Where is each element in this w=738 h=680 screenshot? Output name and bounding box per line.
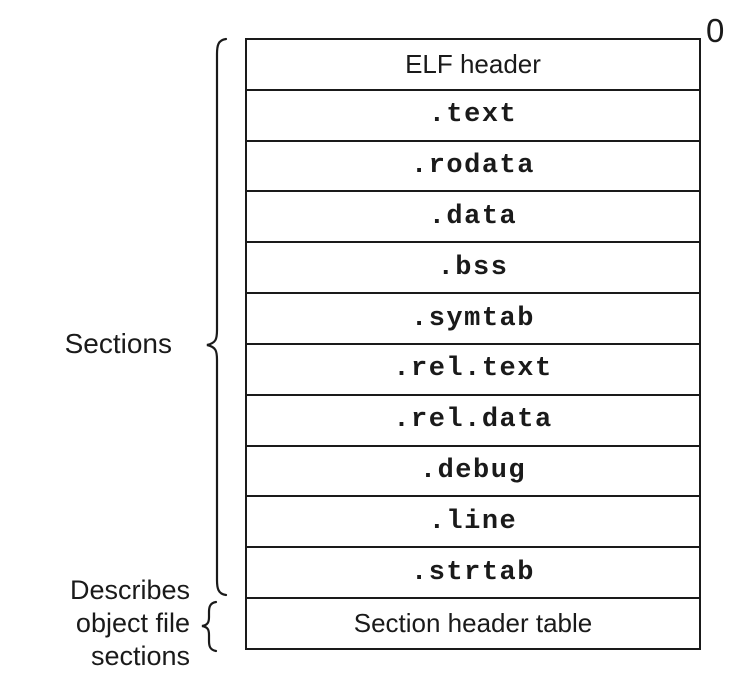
- table-row-strtab: .strtab: [247, 548, 699, 600]
- table-row-rodata: .rodata: [247, 142, 699, 193]
- describes-label-line2: object file: [75, 608, 190, 638]
- table-row-data: .data: [247, 192, 699, 244]
- table-row-rel-text: .rel.text: [247, 345, 699, 396]
- table-row-debug: .debug: [247, 447, 699, 498]
- describes-brace-icon: [201, 600, 218, 653]
- table-row-section-header-table: Section header table: [353, 608, 593, 639]
- table-row-elf-header: ELF header: [247, 40, 699, 91]
- describes-label-line3: sections: [90, 641, 190, 671]
- elf-table: ELF header.text.rodata.data.bss.symtab.r…: [245, 38, 701, 650]
- sections-brace-icon: [206, 37, 228, 597]
- table-row-rel-data: .rel.data: [247, 396, 699, 447]
- sections-label: Sections: [64, 328, 172, 359]
- table-row-symtab: .symtab: [247, 294, 699, 345]
- table-row-text: .text: [247, 91, 699, 142]
- table-row-bss: .bss: [247, 243, 699, 295]
- table-row-line: .line: [247, 497, 699, 549]
- offset-zero-label: 0: [706, 12, 725, 49]
- describes-label: Describes object file sections: [18, 574, 190, 673]
- describes-label-line1: Describes: [69, 575, 190, 605]
